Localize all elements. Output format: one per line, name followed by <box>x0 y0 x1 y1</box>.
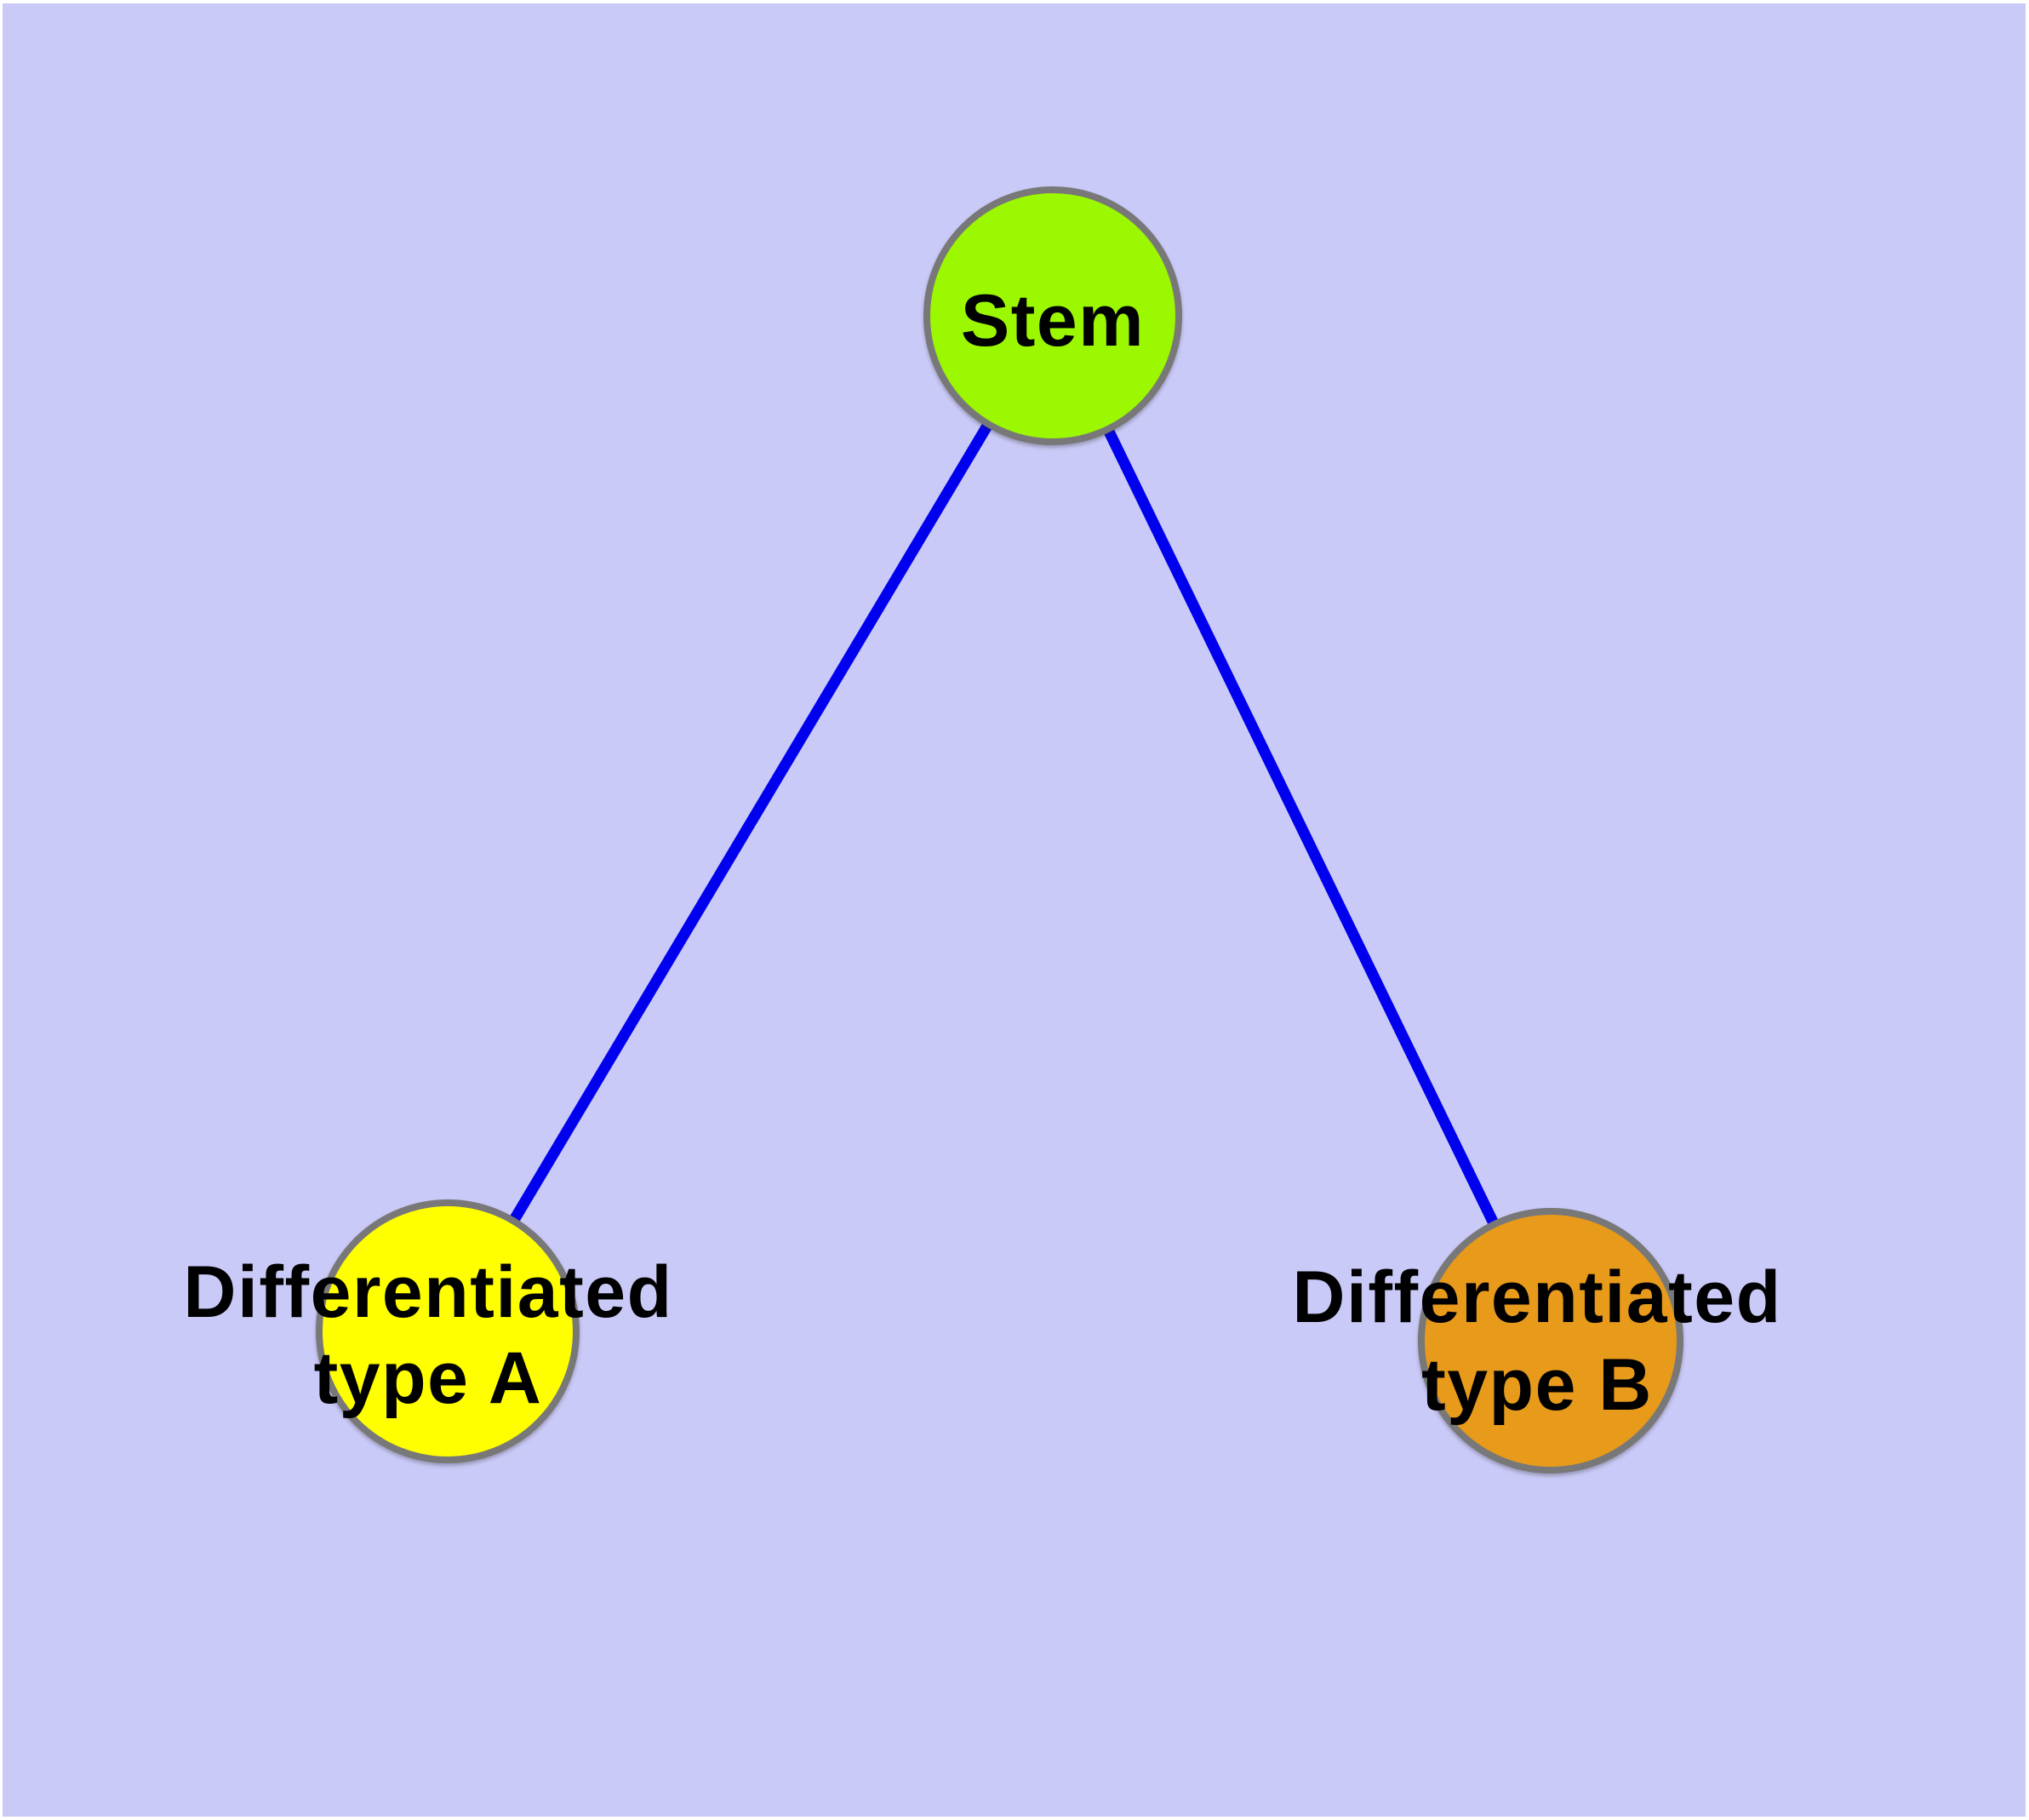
edge-stem-to-type-a <box>443 312 1058 1335</box>
node-type-a-label-line2: type A <box>314 1337 543 1419</box>
node-type-b-label-line2: type B <box>1421 1344 1653 1426</box>
node-type-a-label-line1: Differentiated <box>183 1251 672 1333</box>
edge-stem-to-type-b <box>1048 313 1556 1343</box>
node-differentiated-type-b <box>1418 1208 1683 1474</box>
node-group <box>316 186 1683 1474</box>
node-differentiated-type-a <box>316 1199 580 1463</box>
node-stem-label: Stem <box>961 280 1145 362</box>
label-group: Stem Differentiated type A Differentiate… <box>183 280 1781 1426</box>
edge-group <box>443 312 1556 1343</box>
node-type-b-label-line1: Differentiated <box>1292 1256 1781 1338</box>
node-stem <box>923 186 1182 445</box>
